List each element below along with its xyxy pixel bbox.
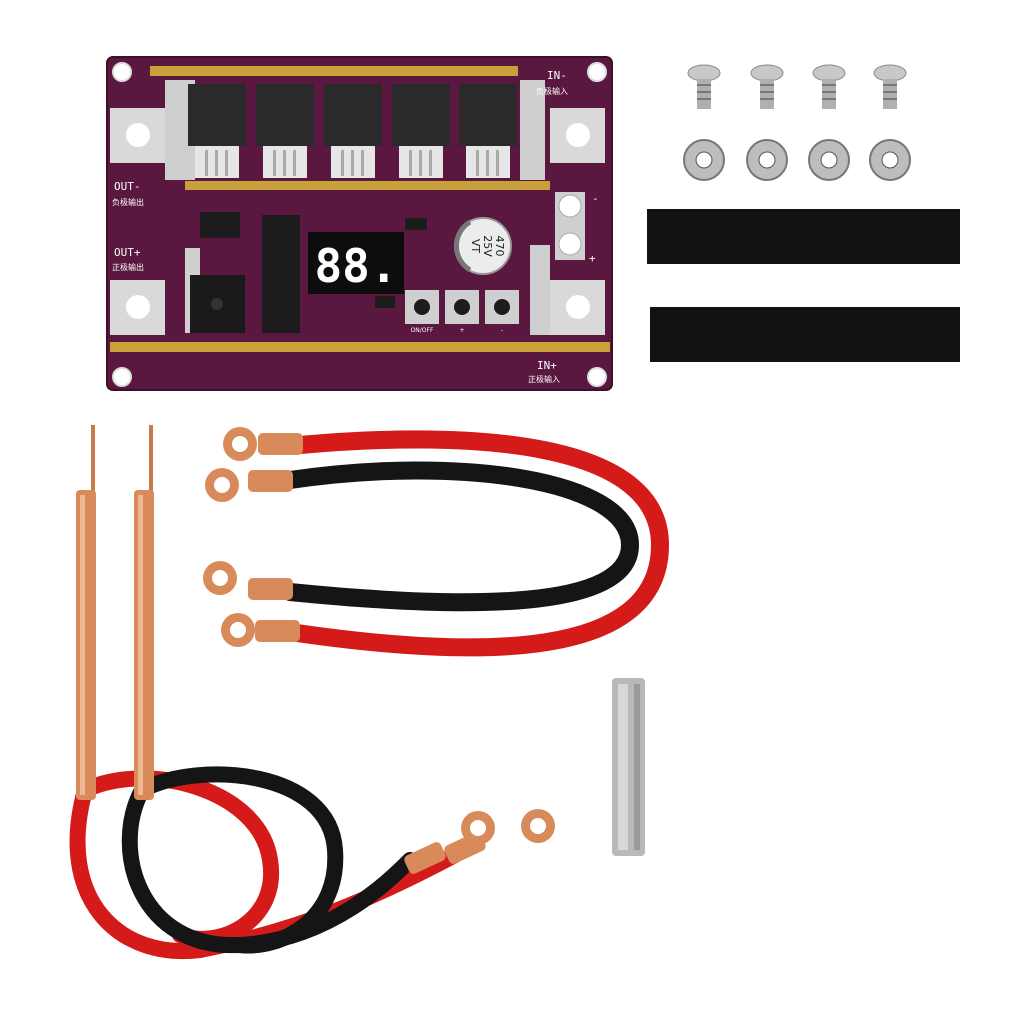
label-out-neg-cn: 负极输出 — [112, 197, 144, 207]
svg-text:470: 470 — [493, 236, 506, 257]
ring-terminal-icon — [221, 613, 255, 647]
washers — [683, 139, 911, 181]
mosfet-row — [188, 84, 517, 178]
washer-icon — [683, 139, 725, 181]
washer-icon — [746, 139, 788, 181]
screw-icon — [750, 64, 784, 109]
welding-pen-set — [69, 766, 555, 960]
ring-terminal-icon — [461, 811, 495, 845]
svg-text:25V: 25V — [481, 235, 494, 257]
power-terminals: - + — [555, 192, 599, 265]
ring-terminal-icon — [205, 468, 239, 502]
ic-chip — [262, 215, 300, 333]
bottom-copper-strip — [110, 342, 610, 352]
plus-mark: + — [589, 252, 596, 265]
insulating-tape-bottom — [650, 307, 960, 362]
battery-cable-set — [203, 427, 670, 657]
seven-segment-display: 88. — [308, 232, 404, 294]
label-in-pos-cn: 正极输入 — [528, 374, 560, 384]
middle-copper-strip — [185, 181, 550, 190]
screws — [687, 64, 907, 109]
screw-icon — [873, 64, 907, 109]
ring-terminal-icon — [521, 809, 555, 843]
plus-button-label: + — [459, 327, 464, 334]
label-out-neg: OUT- — [114, 180, 141, 193]
minus-button-label: - — [501, 327, 503, 334]
label-out-pos: OUT+ — [114, 246, 141, 259]
capacitor: 470 25V VT — [453, 217, 512, 275]
solder-pads — [110, 80, 605, 335]
welding-pen-icon — [76, 425, 96, 800]
control-buttons: ON/OFF + - — [405, 290, 519, 334]
label-in-neg: IN- — [547, 69, 567, 82]
ring-terminal-icon — [203, 561, 237, 595]
top-copper-strip — [150, 66, 518, 76]
label-in-pos: IN+ — [537, 359, 557, 372]
insulating-tape-top — [647, 209, 960, 264]
label-in-neg-cn: 负极输入 — [536, 86, 568, 96]
screw-icon — [812, 64, 846, 109]
on-off-button-label: ON/OFF — [411, 327, 434, 334]
label-out-pos-cn: 正极输出 — [112, 262, 144, 272]
washer-icon — [808, 139, 850, 181]
mounting-holes — [112, 62, 607, 387]
pcb-board: 88. 470 25V VT ON/OFF + - - — [106, 56, 613, 391]
screw-icon — [687, 64, 721, 109]
welding-pens — [76, 425, 154, 800]
display-readout: 88. — [314, 239, 397, 293]
minus-mark: - — [592, 192, 599, 205]
washer-icon — [869, 139, 911, 181]
welding-pen-icon — [134, 425, 154, 800]
nickel-strip-roll — [612, 678, 645, 856]
regulator-chip — [200, 212, 240, 238]
svg-text:VT: VT — [469, 239, 482, 254]
ring-terminal-icon — [223, 427, 257, 461]
